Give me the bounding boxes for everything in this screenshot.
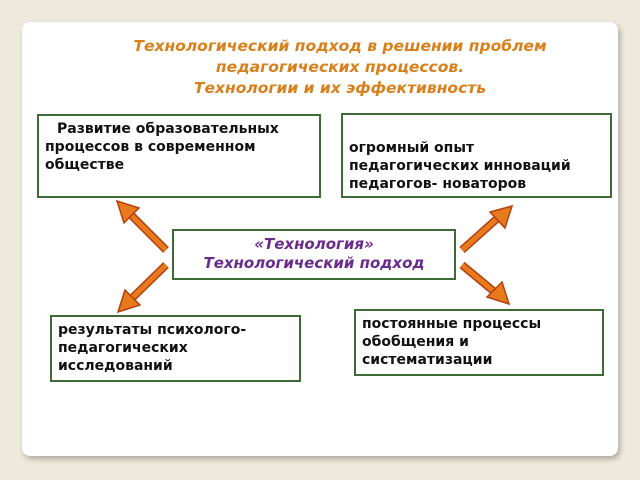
box-technology-center: «Технология» Технологический подход bbox=[172, 229, 456, 280]
box-tl-line-3: обществе bbox=[45, 157, 125, 173]
box-tl-line-1: Развитие образовательных bbox=[57, 121, 279, 137]
box-innovation-experience: огромный опыт педагогических инноваций п… bbox=[341, 113, 612, 198]
box-tr-line-2: педагогических инноваций bbox=[349, 158, 571, 174]
box-br-line-3: систематизации bbox=[362, 352, 493, 368]
title-line-3: Технологии и их эффективность bbox=[193, 79, 487, 97]
box-center-line-1: «Технология» bbox=[254, 235, 374, 253]
box-center-line-2: Технологический подход bbox=[203, 254, 425, 272]
box-research-results: результаты психолого- педагогических исс… bbox=[50, 315, 301, 382]
box-br-line-1: постоянные процессы bbox=[362, 316, 542, 332]
box-bl-line-2: педагогических bbox=[58, 340, 188, 356]
box-br-line-2: обобщения и bbox=[362, 334, 469, 350]
box-tr-line-3: педагогов- новаторов bbox=[349, 176, 527, 192]
diagram-title: Технологический подход в решении проблем… bbox=[60, 36, 620, 99]
box-tl-line-2: процессов в современном bbox=[45, 139, 256, 155]
box-tr-line-1: огромный опыт bbox=[349, 140, 475, 156]
box-bl-line-3: исследований bbox=[58, 358, 173, 374]
box-generalization-processes: постоянные процессы обобщения и системат… bbox=[354, 309, 604, 376]
box-bl-line-1: результаты психолого- bbox=[58, 322, 247, 338]
box-education-development: Развитие образовательных процессов в сов… bbox=[37, 114, 321, 198]
title-line-1: Технологический подход в решении проблем bbox=[133, 37, 547, 55]
title-line-2: педагогических процессов. bbox=[215, 58, 465, 76]
